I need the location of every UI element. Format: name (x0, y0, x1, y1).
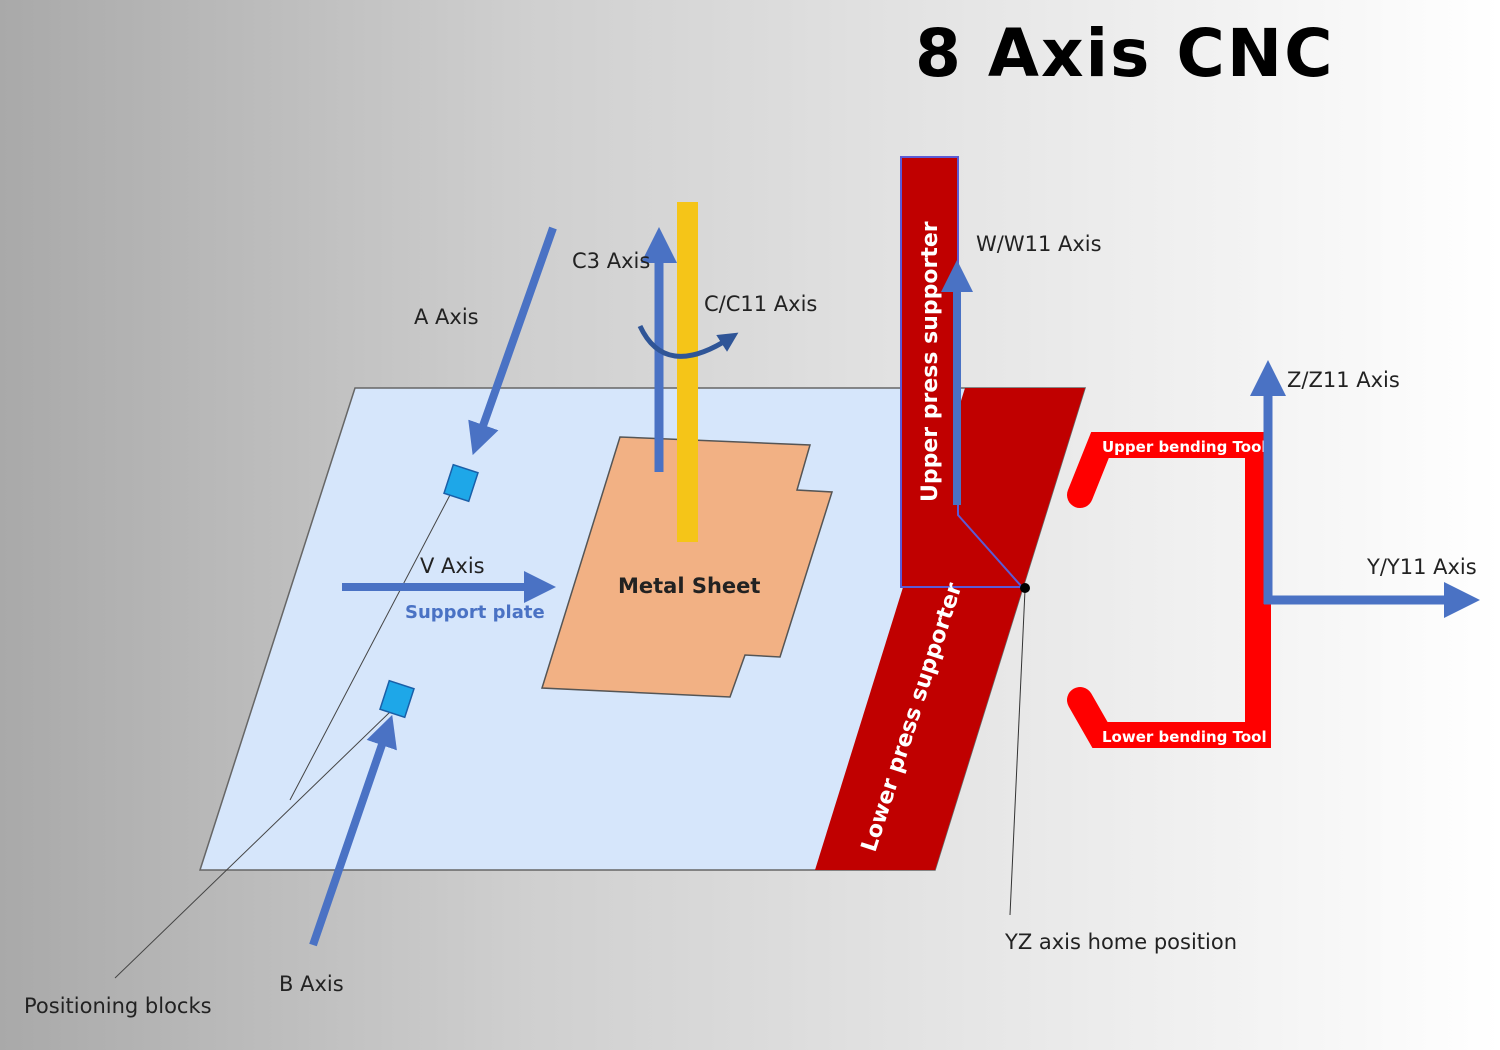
b-axis-label: B Axis (279, 972, 344, 996)
leader-line (114, 711, 391, 979)
lower-bending-tool (1067, 587, 1271, 748)
w-w11-axis-label: W/W11 Axis (976, 232, 1102, 256)
yz-home-point (1020, 583, 1030, 593)
a-axis-label: A Axis (414, 305, 479, 329)
home-leader-line (1009, 589, 1026, 916)
c-axis-tool-bar (677, 202, 698, 542)
c-c11-axis-label: C/C11 Axis (704, 292, 817, 316)
metal-sheet (540, 436, 834, 698)
diagram-title: 8 Axis CNC (915, 15, 1335, 92)
positioning-block (379, 679, 415, 719)
z-z11-axis-label: Z/Z11 Axis (1287, 368, 1400, 392)
c3-axis-label: C3 Axis (572, 249, 650, 273)
a-axis-arrow (468, 226, 557, 456)
lower-press-supporter (815, 388, 1085, 870)
b-axis-arrow (309, 714, 397, 947)
upper-bending-tool-label: Upper bending Tool (1102, 438, 1267, 456)
v-axis-label: V Axis (420, 554, 485, 578)
lower-bending-tool-label: Lower bending Tool (1102, 728, 1267, 746)
positioning-blocks-label: Positioning blocks (24, 994, 212, 1018)
yz-home-label: YZ axis home position (1004, 930, 1237, 954)
upper-bending-tool (1067, 432, 1271, 613)
positioning-block (443, 463, 479, 503)
c-c11-rotation-arrow (637, 324, 739, 359)
upper-press-supporter (900, 156, 1025, 588)
y-y11-axis-label: Y/Y11 Axis (1366, 555, 1477, 579)
support-plate-label: Support plate (405, 602, 545, 623)
upper-press-label: Upper press supporter (918, 221, 943, 502)
metal-sheet-label: Metal Sheet (618, 574, 760, 598)
leader-line (289, 494, 451, 801)
